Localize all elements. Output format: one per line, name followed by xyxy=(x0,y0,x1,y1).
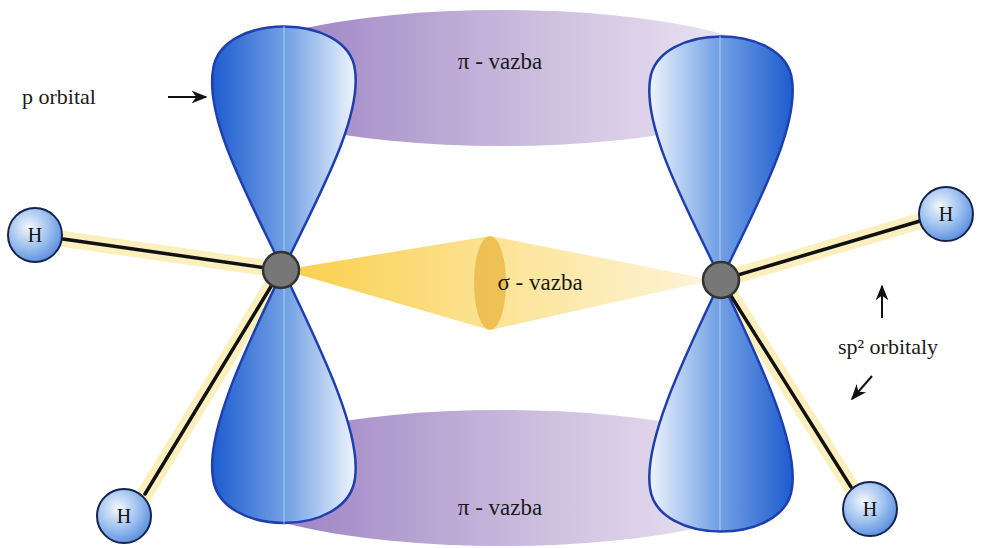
sp2-bonds xyxy=(63,221,920,494)
pi-bond-band: π - vazba xyxy=(450,492,550,524)
carbon-atom xyxy=(703,262,739,298)
node-text: π - vazba xyxy=(458,495,542,521)
p-orbital-right xyxy=(649,36,792,532)
node-text: σ - vazba xyxy=(497,270,582,296)
sigma-cone xyxy=(283,236,713,330)
node-text: H xyxy=(117,505,131,528)
hydrogen-atom: H xyxy=(96,488,152,544)
p-orbital-left xyxy=(212,26,356,524)
node-text: H xyxy=(939,203,953,226)
node-text: H xyxy=(28,224,42,247)
hydrogen-atom: H xyxy=(842,481,898,537)
hydrogen-atom: H xyxy=(918,186,974,242)
orbital-label: p orbital xyxy=(22,84,96,110)
hydrogen-atom: H xyxy=(7,207,63,263)
node-text: π - vazba xyxy=(458,49,542,75)
node-text: H xyxy=(863,498,877,521)
hybrid-orbital-label: sp² orbitaly xyxy=(838,334,938,360)
leader-arrows xyxy=(168,97,882,399)
sigma-bond-cone: σ - vazba xyxy=(489,267,590,299)
carbon-atom xyxy=(263,252,299,288)
pi-bond-band: π - vazba xyxy=(450,46,550,78)
